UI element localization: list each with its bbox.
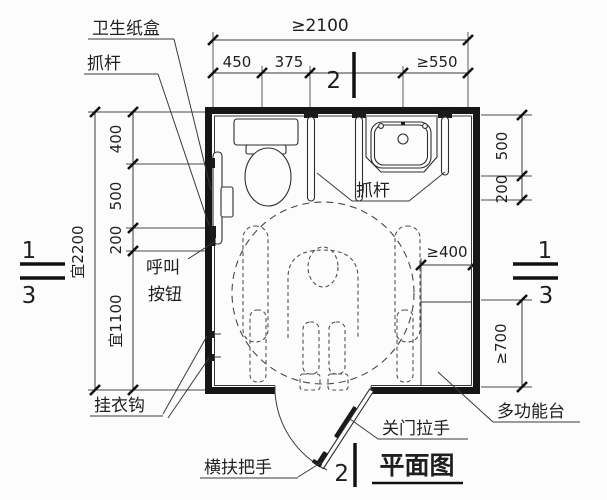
call-button [209,238,216,246]
door-pull-handle [334,406,357,438]
coat-hooks [209,331,221,361]
annotation-labels: 卫生纸盒 抓杆 呼叫 按钮 挂衣钩 横扶把手 关门拉手 多功能台 抓杆 [87,19,565,477]
dimension-labels: ≥2100 450 375 ≥550 宜2200 400 500 200 宜11… [69,16,511,365]
dim-left-overall: 宜2200 [69,225,87,278]
label-door-close-pull: 关门拉手 [382,419,450,438]
dim-left-500: 500 [107,182,125,211]
section-marker-bottom: 2 [334,443,357,487]
dim-top-overall: ≥2100 [291,16,349,36]
multifunction-counter [420,301,472,386]
label-coat-hook: 挂衣钩 [94,396,145,415]
dim-top-550: ≥550 [416,53,457,71]
dim-left-400: 400 [107,125,125,154]
section-label-right-top: 1 [538,238,553,264]
section-label-top: 2 [326,68,341,94]
dim-left-200: 200 [107,226,125,255]
label-call-button-1: 呼叫 [146,258,180,277]
dim-top-375: 375 [275,53,304,71]
faucet [397,133,409,145]
room-walls [205,107,480,394]
section-label-right-bottom: 3 [539,283,554,309]
leader-lines [84,38,580,479]
label-toilet-paper-box: 卫生纸盒 [92,19,160,38]
section-label-left-top: 1 [22,238,37,264]
label-multifunction-counter: 多功能台 [497,402,565,421]
sink [365,117,438,173]
dim-clearance-400: ≥400 [426,243,467,261]
wall-grab-bar-and-paper-box [209,151,234,246]
dim-right-700: ≥700 [492,323,510,364]
door-leaf [312,388,375,470]
dimension-ticks [88,33,529,397]
title-text: 平面图 [379,452,454,480]
section-label-left-bottom: 3 [22,283,37,309]
label-grab-bar-wall: 抓杆 [87,54,121,73]
label-horizontal-door-handle: 横扶把手 [204,458,272,477]
label-grab-bar-inner: 抓杆 [356,181,390,200]
drawing-title: 平面图 [372,452,463,485]
turning-circle [231,201,415,385]
label-call-button-2: 按钮 [148,285,182,304]
extension-lines [88,32,532,391]
wheelchair-user-figure [242,225,421,391]
dim-top-450: 450 [223,53,252,71]
section-label-bottom: 2 [334,461,349,487]
section-marker-right: 1 3 [513,238,558,309]
dim-left-1100: 宜1100 [107,294,125,347]
dim-right-200: 200 [493,175,511,204]
section-marker-left: 1 3 [20,238,65,309]
toilet [233,118,299,207]
dimension-lines [94,39,523,390]
dim-right-500: 500 [493,132,511,161]
section-marker-top: 2 [326,52,356,98]
